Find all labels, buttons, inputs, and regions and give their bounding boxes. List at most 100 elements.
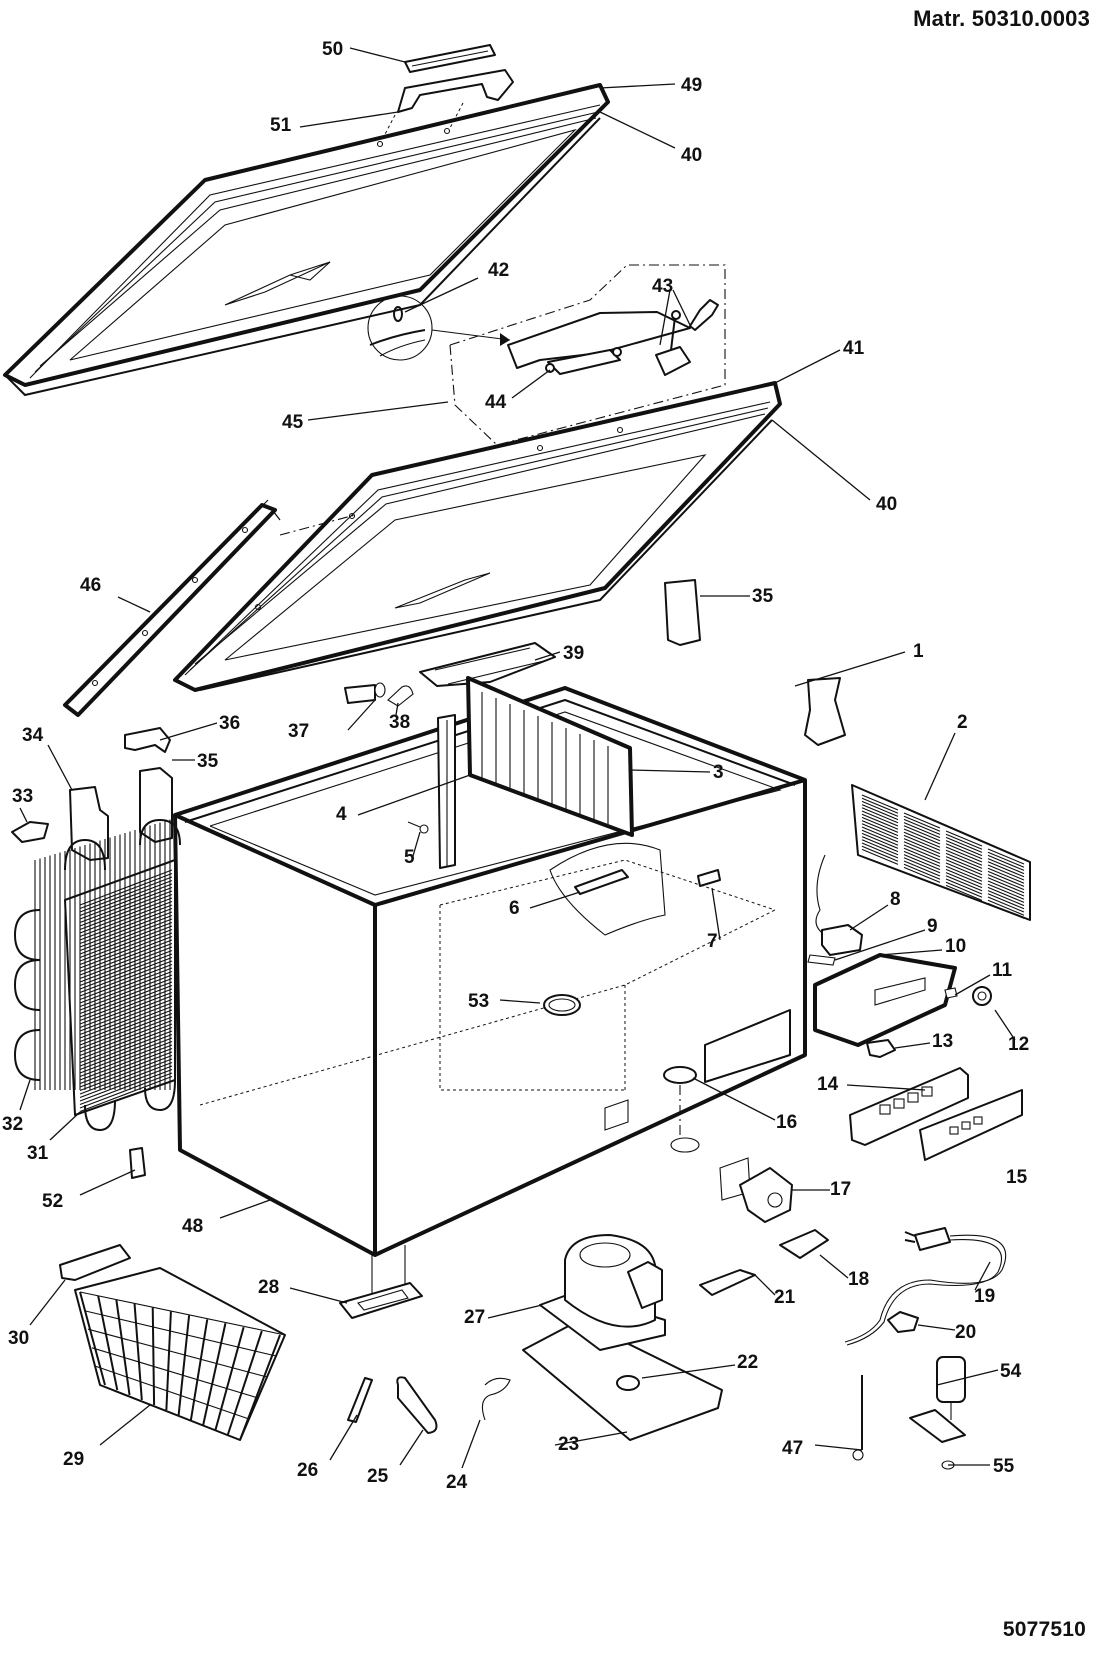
grille-slat (903, 825, 941, 842)
grille-slat (903, 822, 941, 839)
leader-line (79, 1169, 136, 1196)
basket-wire (239, 1334, 281, 1441)
basket-wire (91, 1347, 259, 1399)
leader-line (974, 1261, 991, 1291)
leader-line (499, 999, 541, 1004)
grille-slat (861, 807, 899, 824)
leader-line (269, 506, 281, 521)
basket-wire (226, 1330, 263, 1436)
callout-24: 24 (446, 1472, 468, 1493)
panel-label-window (949, 1126, 959, 1135)
callout-42: 42 (488, 260, 509, 281)
callout-48: 48 (182, 1216, 203, 1237)
leader-line (534, 651, 561, 661)
callout-55: 55 (993, 1456, 1015, 1477)
callout-34: 34 (22, 725, 44, 746)
condenser-fin (79, 1068, 173, 1106)
callout-43: 43 (652, 276, 673, 297)
leader-line (819, 1254, 849, 1279)
leader-line (846, 1084, 926, 1091)
leader-line (99, 1404, 151, 1446)
grille-slat (987, 867, 1025, 884)
grille-slat (861, 842, 899, 859)
grille-slat (987, 896, 1025, 913)
grille-slat (945, 846, 983, 863)
leader-line (994, 1009, 1016, 1041)
leader-line (29, 1279, 66, 1326)
leader-line (19, 807, 28, 823)
grille-slat (903, 815, 941, 832)
control-parts-drawing (807, 854, 1023, 1161)
leader-line (299, 111, 399, 128)
grille-slat (861, 794, 899, 811)
callout-3: 3 (713, 762, 724, 783)
grille-slat (903, 844, 941, 861)
grille-slat (987, 874, 1025, 891)
leader-line (412, 831, 421, 857)
grille-slat (987, 858, 1025, 875)
basket-wire (202, 1323, 227, 1426)
callout-10: 10 (945, 936, 966, 957)
callout-40a: 40 (681, 145, 702, 166)
leader-line (47, 744, 73, 791)
callout-19: 19 (974, 1286, 995, 1307)
light-cover-drawing (419, 642, 556, 687)
callout-21: 21 (774, 1287, 796, 1308)
grille-slat (903, 812, 941, 829)
callout-49: 49 (681, 75, 702, 96)
leader-line (357, 774, 471, 816)
foot-drawing (339, 1245, 423, 1319)
callout-31: 31 (27, 1143, 49, 1164)
basket-wire (79, 1291, 106, 1386)
handle-parts (376, 44, 514, 148)
basket-wire (165, 1311, 172, 1411)
leader-line (219, 1199, 271, 1219)
lamp-drawing (344, 682, 414, 707)
callout-1: 1 (913, 641, 924, 662)
callout-27: 27 (464, 1307, 485, 1328)
grille-slat (861, 848, 899, 865)
grille-slat (945, 856, 983, 873)
compressor-drawing (481, 1234, 723, 1441)
leader-line (771, 419, 871, 501)
callout-33: 33 (12, 786, 33, 807)
panel-button (893, 1098, 905, 1109)
callout-54: 54 (1000, 1361, 1022, 1382)
panel-button (907, 1092, 919, 1103)
grille-slat (903, 847, 941, 864)
leader-line (159, 722, 218, 741)
basket-wire (97, 1295, 119, 1391)
grille-slat (861, 800, 899, 817)
drawing-number: 5077510 (1002, 1618, 1086, 1641)
grille-slat (861, 829, 899, 846)
leader-line (329, 1414, 358, 1461)
grille-slat (945, 862, 983, 879)
cord-parts-drawing (699, 1227, 1007, 1346)
grille-slat (987, 890, 1025, 907)
grille-slat (861, 839, 899, 856)
basket-wire (87, 1328, 268, 1378)
leader-line (349, 47, 406, 63)
grille-slat (861, 845, 899, 862)
basket-wire (133, 1303, 143, 1401)
leader-line (794, 651, 906, 687)
grille-slat (903, 831, 941, 848)
leader-line (692, 1077, 776, 1121)
grille-slat (861, 797, 899, 814)
grille-slat (861, 832, 899, 849)
callout-18: 18 (848, 1269, 869, 1290)
grille-slat (903, 850, 941, 867)
grille-slat (987, 877, 1025, 894)
lock-kit-drawing (367, 264, 726, 446)
callout-8: 8 (890, 889, 901, 910)
basket-wire (99, 1384, 241, 1441)
grille-slat (945, 849, 983, 866)
leader-line (924, 732, 956, 801)
leader-line (307, 401, 449, 421)
grille-slat (987, 848, 1025, 865)
callout-28: 28 (258, 1277, 279, 1298)
callout-30: 30 (8, 1328, 29, 1349)
callout-45: 45 (282, 412, 304, 433)
grille-slat (861, 836, 899, 853)
